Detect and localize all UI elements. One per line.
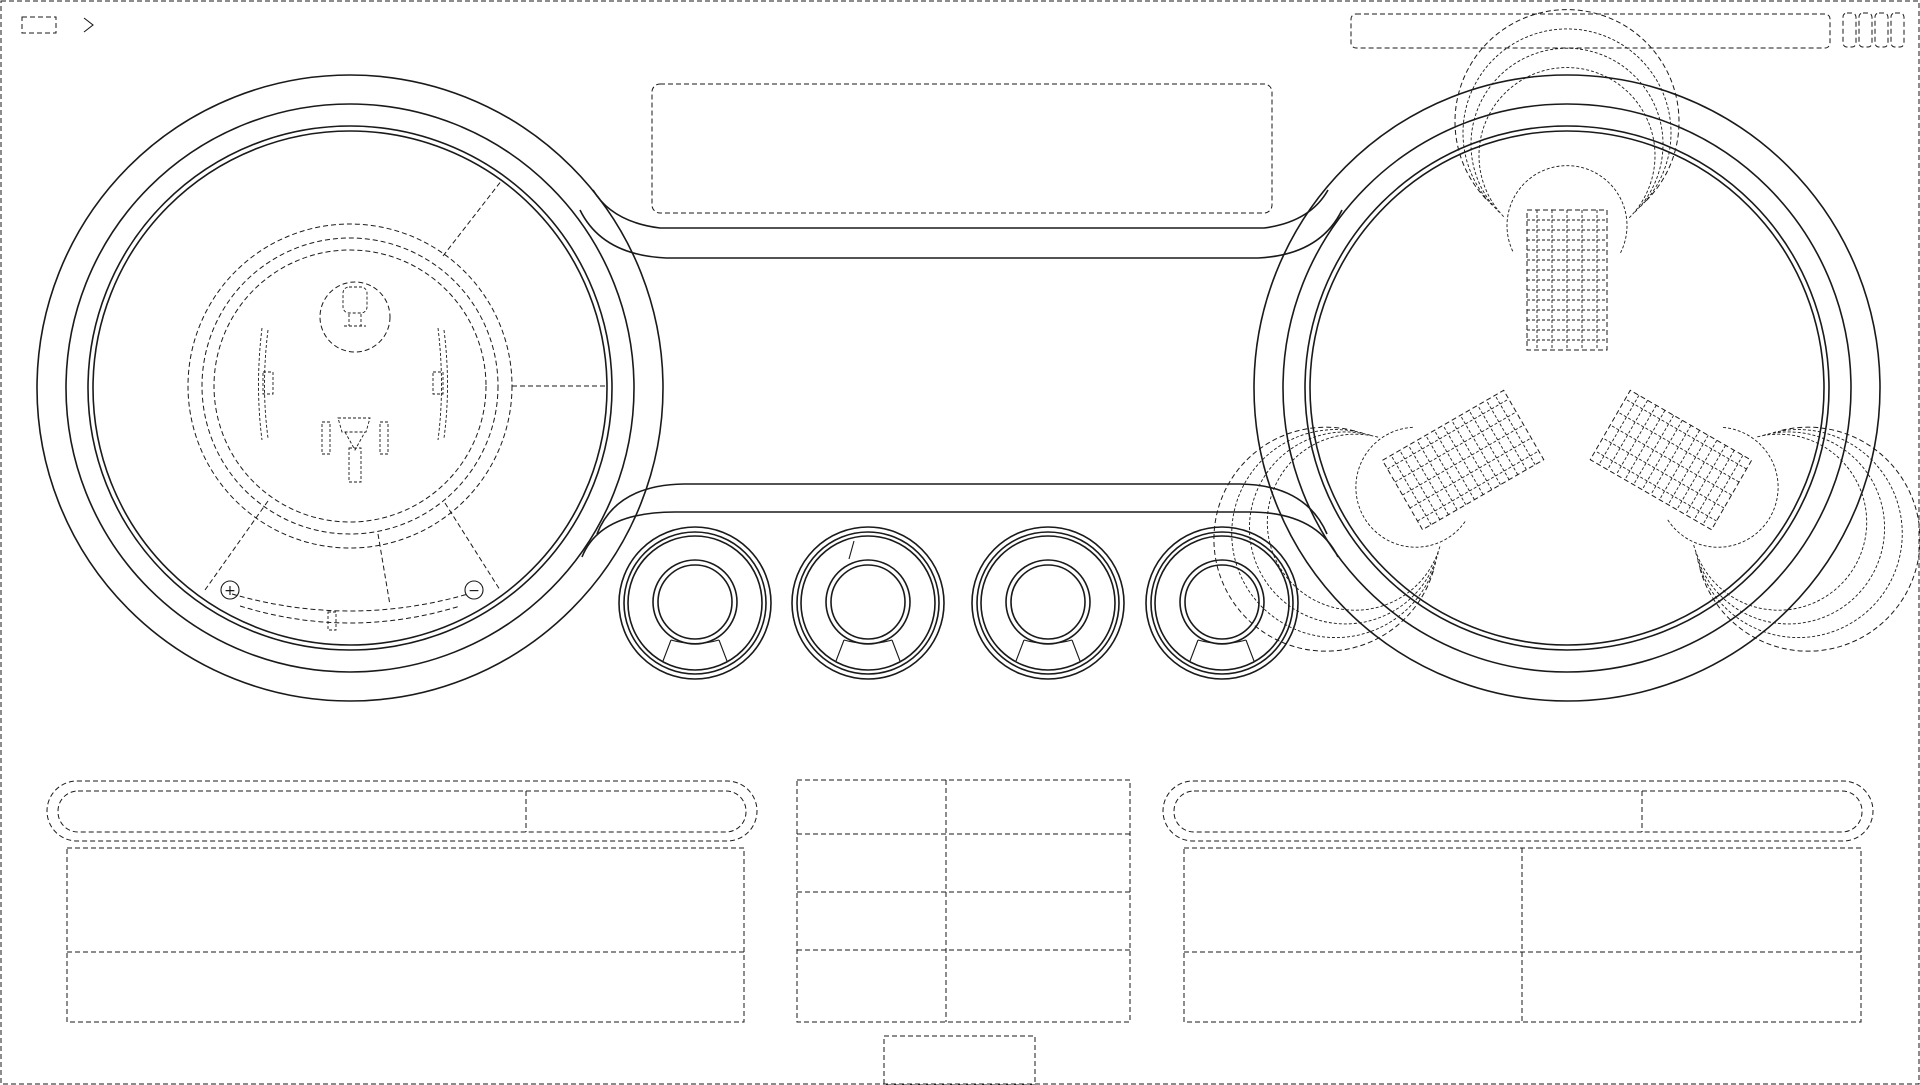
knob-2[interactable] (791, 526, 945, 680)
target-unit-icon (319, 281, 391, 353)
minus-circle-icon[interactable]: − (464, 580, 484, 600)
knob-1[interactable] (618, 526, 772, 680)
meter-lobe-1 (1454, 9, 1680, 351)
right-slider-track-outer (1162, 780, 1874, 842)
meter-lobe-2 (1213, 389, 1545, 652)
meter-bar-3 (1589, 389, 1753, 531)
own-ship-icon[interactable] (321, 417, 389, 483)
right-panel (1162, 780, 1874, 1023)
meter-bar-2 (1381, 389, 1545, 531)
chevron-right-icon[interactable] (83, 17, 94, 33)
top-search-field[interactable] (1350, 13, 1831, 49)
zoom-slider-thumb[interactable] (327, 611, 337, 631)
right-slider-track[interactable] (1173, 790, 1863, 833)
left-info-box (66, 847, 745, 1023)
radar-display: + − (187, 179, 606, 631)
center-table (796, 779, 1131, 1023)
right-gauge (1253, 74, 1881, 702)
meter-lobe-3 (1589, 389, 1920, 652)
status-bars-icon (1842, 12, 1905, 48)
tri-lobe-meter (1213, 9, 1920, 652)
left-slider-track-outer (46, 780, 758, 842)
knob-indicator (848, 540, 855, 560)
left-panel (46, 780, 758, 1023)
knob-row (618, 526, 1299, 680)
left-gauge (36, 74, 664, 702)
gauge-bridge (579, 189, 1343, 558)
knob-3[interactable] (971, 526, 1125, 680)
zoom-out-label: − (468, 583, 480, 599)
meter-bar-1 (1526, 209, 1608, 351)
zoom-in-label: + (224, 583, 236, 599)
sidebar-toggle-icon[interactable] (21, 16, 57, 34)
plus-circle-icon[interactable]: + (220, 580, 240, 600)
top-center-display (651, 83, 1273, 214)
left-slider-track[interactable] (57, 790, 747, 833)
bottom-center-tab[interactable] (883, 1035, 1036, 1085)
knob-4[interactable] (1145, 526, 1299, 680)
